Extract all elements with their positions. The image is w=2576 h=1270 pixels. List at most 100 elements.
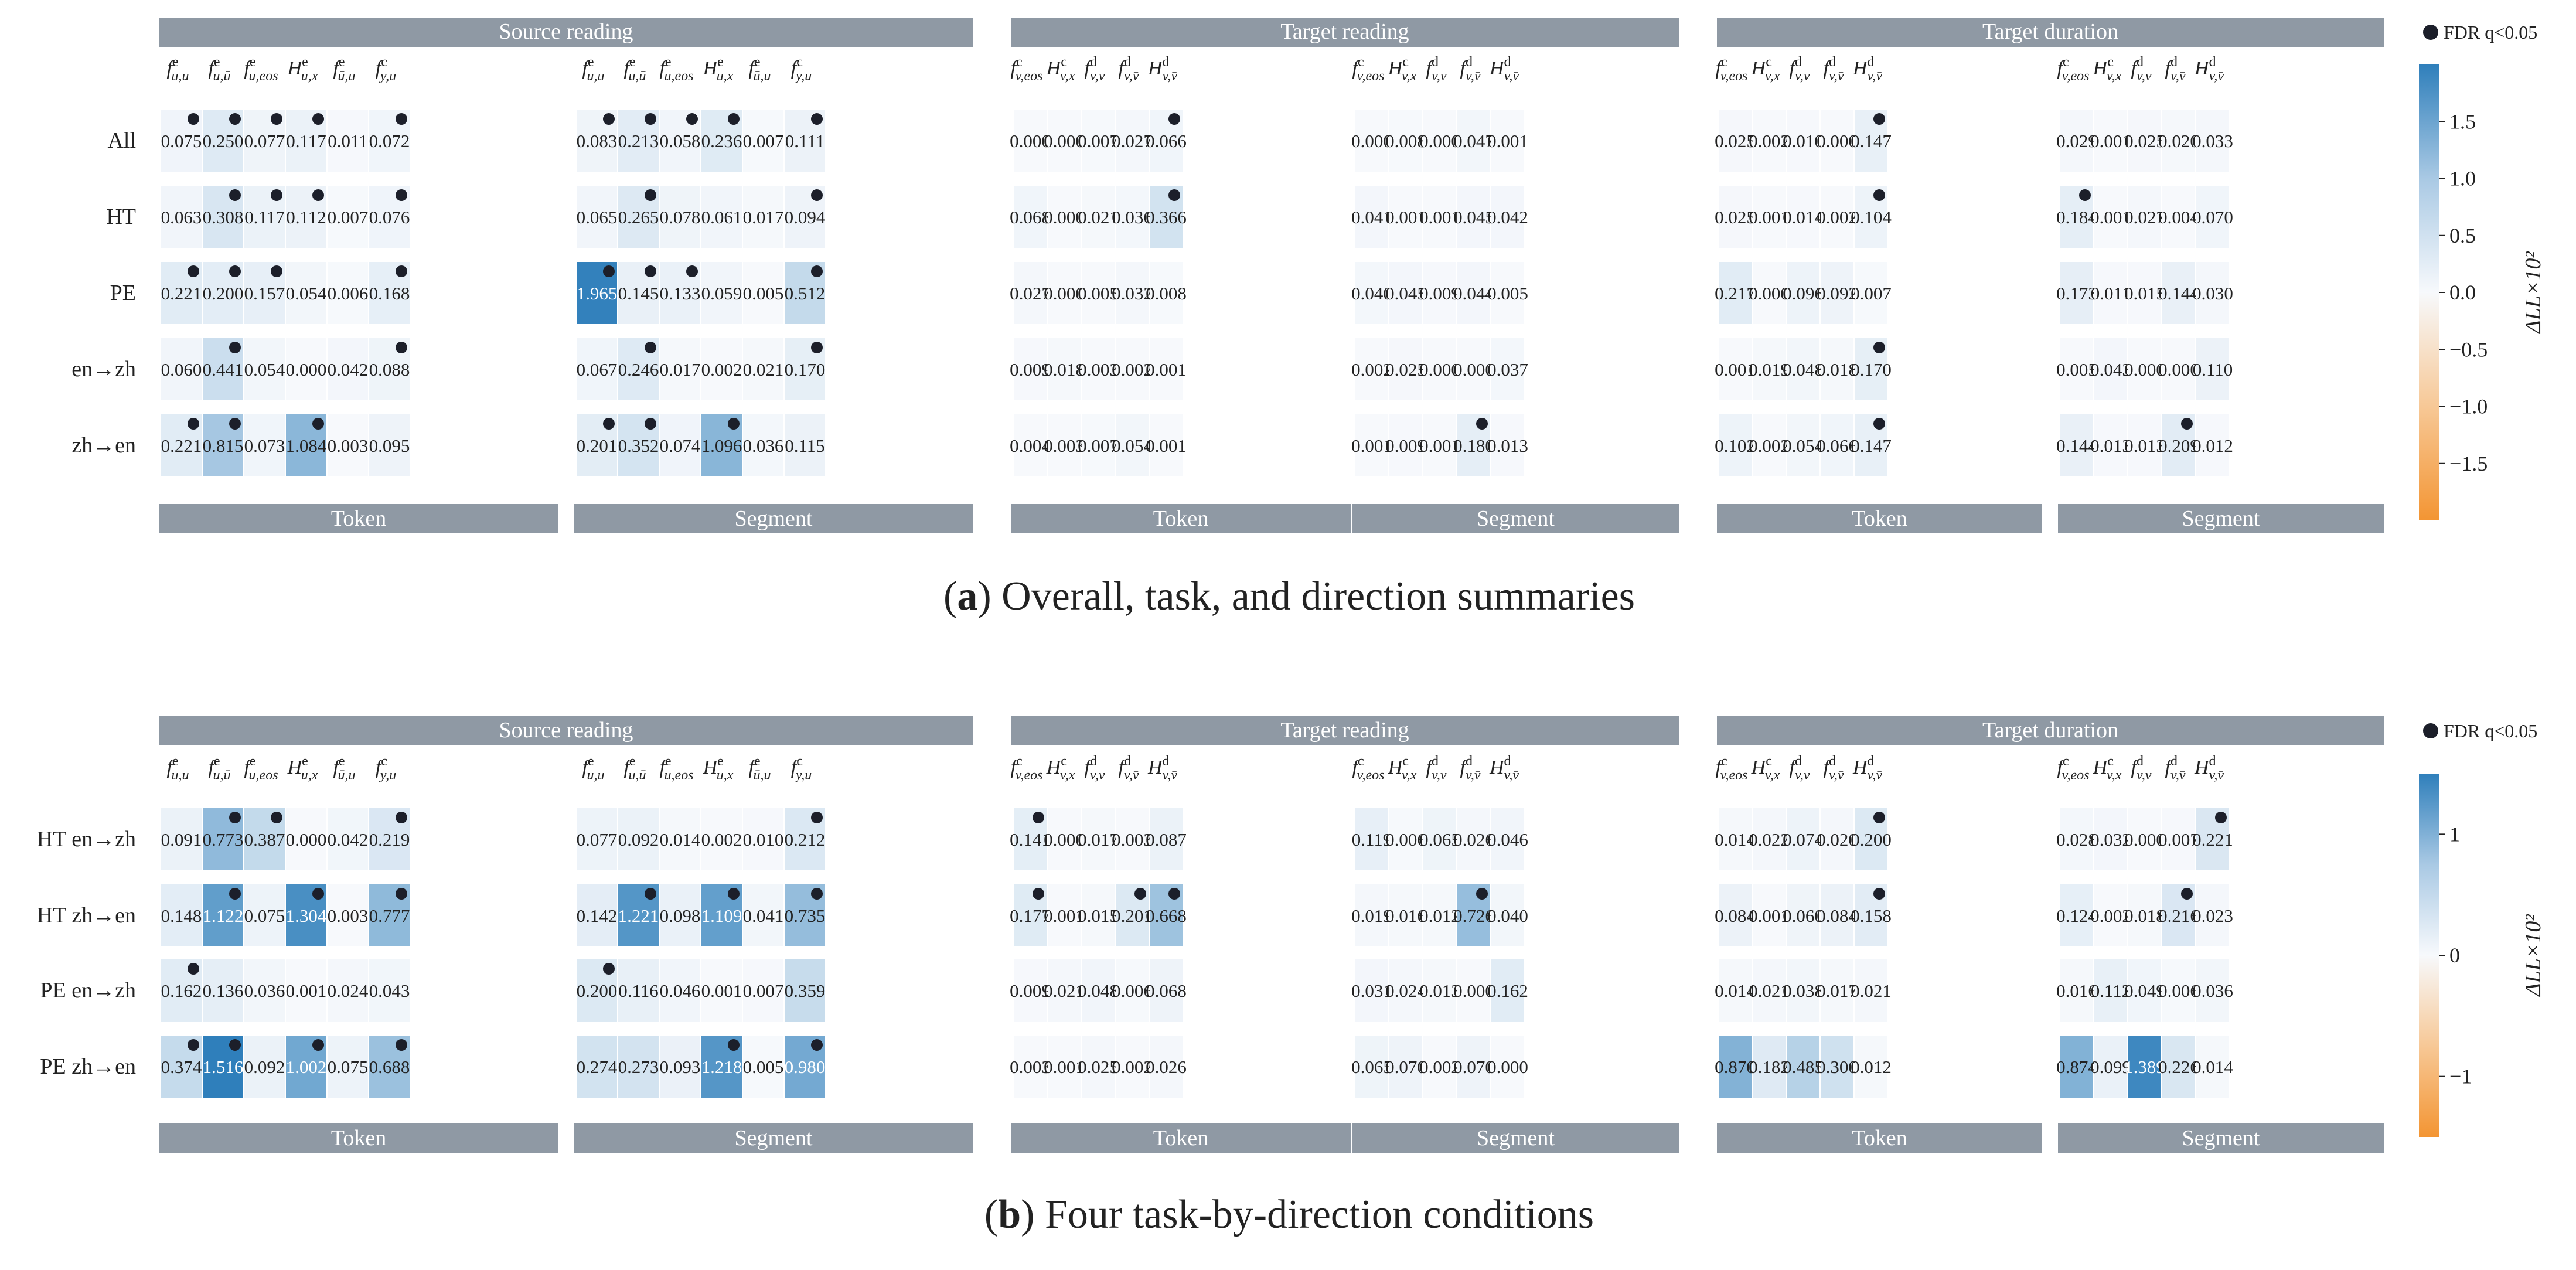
- heatmap-cell: [1116, 262, 1149, 324]
- cell-value: 0.010: [743, 829, 784, 850]
- significance-dot: [1476, 418, 1488, 430]
- cell-value: 0.141: [1010, 829, 1051, 850]
- heatmap-cell: [161, 808, 202, 870]
- heatmap-cell: [1150, 414, 1183, 476]
- cell-value: 0.077: [577, 829, 618, 850]
- cell-value: 0.000: [1453, 359, 1494, 380]
- cell-value: 0.006: [2158, 980, 2199, 1001]
- cell-value: 0.030: [2192, 283, 2233, 304]
- cell-value: 0.094: [785, 207, 826, 227]
- cell-value: 0.018: [2124, 905, 2165, 926]
- cell-value: 0.068: [1010, 207, 1051, 227]
- cell-value: 0.001: [2090, 131, 2131, 151]
- cell-value: 0.038: [1783, 980, 1824, 1001]
- cell-value: 0.133: [660, 283, 701, 304]
- cell-value: 0.077: [244, 131, 285, 151]
- heatmap-cell: [1719, 1036, 1752, 1098]
- row-label: PE en→zh: [40, 978, 136, 1003]
- significance-dot: [312, 418, 324, 430]
- cell-value: 0.773: [203, 829, 244, 850]
- cell-value: 0.007: [1078, 131, 1119, 151]
- sub-header-bar: [2058, 1123, 2384, 1153]
- cell-value: 0.054: [244, 359, 285, 380]
- cell-value: 0.045: [1453, 207, 1494, 227]
- heatmap-cell: [1150, 808, 1183, 870]
- group-header-bar: [1717, 18, 2384, 47]
- cell-value: 0.001: [1351, 435, 1392, 456]
- heatmap-cell: [1082, 110, 1115, 172]
- significance-dot: [271, 189, 282, 201]
- cell-value: 0.048: [1783, 359, 1824, 380]
- heatmap-cell: [2162, 959, 2195, 1022]
- cell-value: 0.004: [1010, 435, 1051, 456]
- sub-header-label: Segment: [1477, 506, 1555, 531]
- cell-value: 0.012: [2192, 435, 2233, 456]
- cell-value: 0.008: [1385, 131, 1426, 151]
- heatmap-cell: [1457, 262, 1490, 324]
- significance-dot: [1476, 888, 1488, 900]
- cell-value: 0.250: [203, 131, 244, 151]
- heatmap-cell: [161, 338, 202, 400]
- heatmap-cell: [286, 959, 326, 1022]
- cell-value: 0.015: [2124, 283, 2165, 304]
- cell-value: 0.124: [2056, 905, 2097, 926]
- cell-value: 0.098: [660, 905, 701, 926]
- heatmap-cell: [1787, 262, 1819, 324]
- heatmap-cell: [1821, 808, 1853, 870]
- cell-value: 0.042: [328, 829, 369, 850]
- sub-header-bar: [1011, 504, 1351, 533]
- cell-value: 0.027: [1010, 283, 1051, 304]
- heatmap-cell: [1048, 414, 1081, 476]
- cell-value: 0.047: [1453, 131, 1494, 151]
- significance-dot: [645, 189, 656, 201]
- heatmap-cell: [577, 884, 617, 946]
- heatmap-cell: [1753, 414, 1786, 476]
- cell-value: 0.008: [1146, 283, 1187, 304]
- cell-value: 0.017: [1817, 980, 1858, 1001]
- cell-value: 0.162: [1487, 980, 1528, 1001]
- cell-value: 0.021: [1851, 980, 1892, 1001]
- heatmap-cell: [2196, 186, 2229, 248]
- heatmap-cell: [1355, 262, 1388, 324]
- heatmap-cell: [1116, 186, 1149, 248]
- group-header-bar: [1717, 716, 2384, 745]
- significance-dot: [229, 189, 241, 201]
- heatmap-cell: [2060, 262, 2093, 324]
- group-header-label: Target duration: [1982, 19, 2118, 44]
- cell-value: 0.002: [1112, 359, 1153, 380]
- heatmap-cell: [328, 1036, 368, 1098]
- sub-header-label: Segment: [2182, 506, 2260, 531]
- heatmap-cell: [1719, 262, 1752, 324]
- cell-value: 0.041: [1351, 207, 1392, 227]
- cell-value: 0.002: [1817, 207, 1858, 227]
- sub-header-label: Token: [1153, 1126, 1208, 1150]
- cell-value: 0.040: [1351, 283, 1392, 304]
- cell-value: 0.036: [2192, 980, 2233, 1001]
- cell-value: 0.088: [369, 359, 410, 380]
- cell-value: 0.980: [785, 1057, 826, 1077]
- cell-value: 0.020: [1817, 829, 1858, 850]
- sub-header-label: Token: [1852, 1126, 1907, 1150]
- cell-value: 0.011: [328, 131, 368, 151]
- heatmap-cell: [1719, 884, 1752, 946]
- cell-value: 0.063: [161, 207, 202, 227]
- heatmap-cell: [328, 110, 368, 172]
